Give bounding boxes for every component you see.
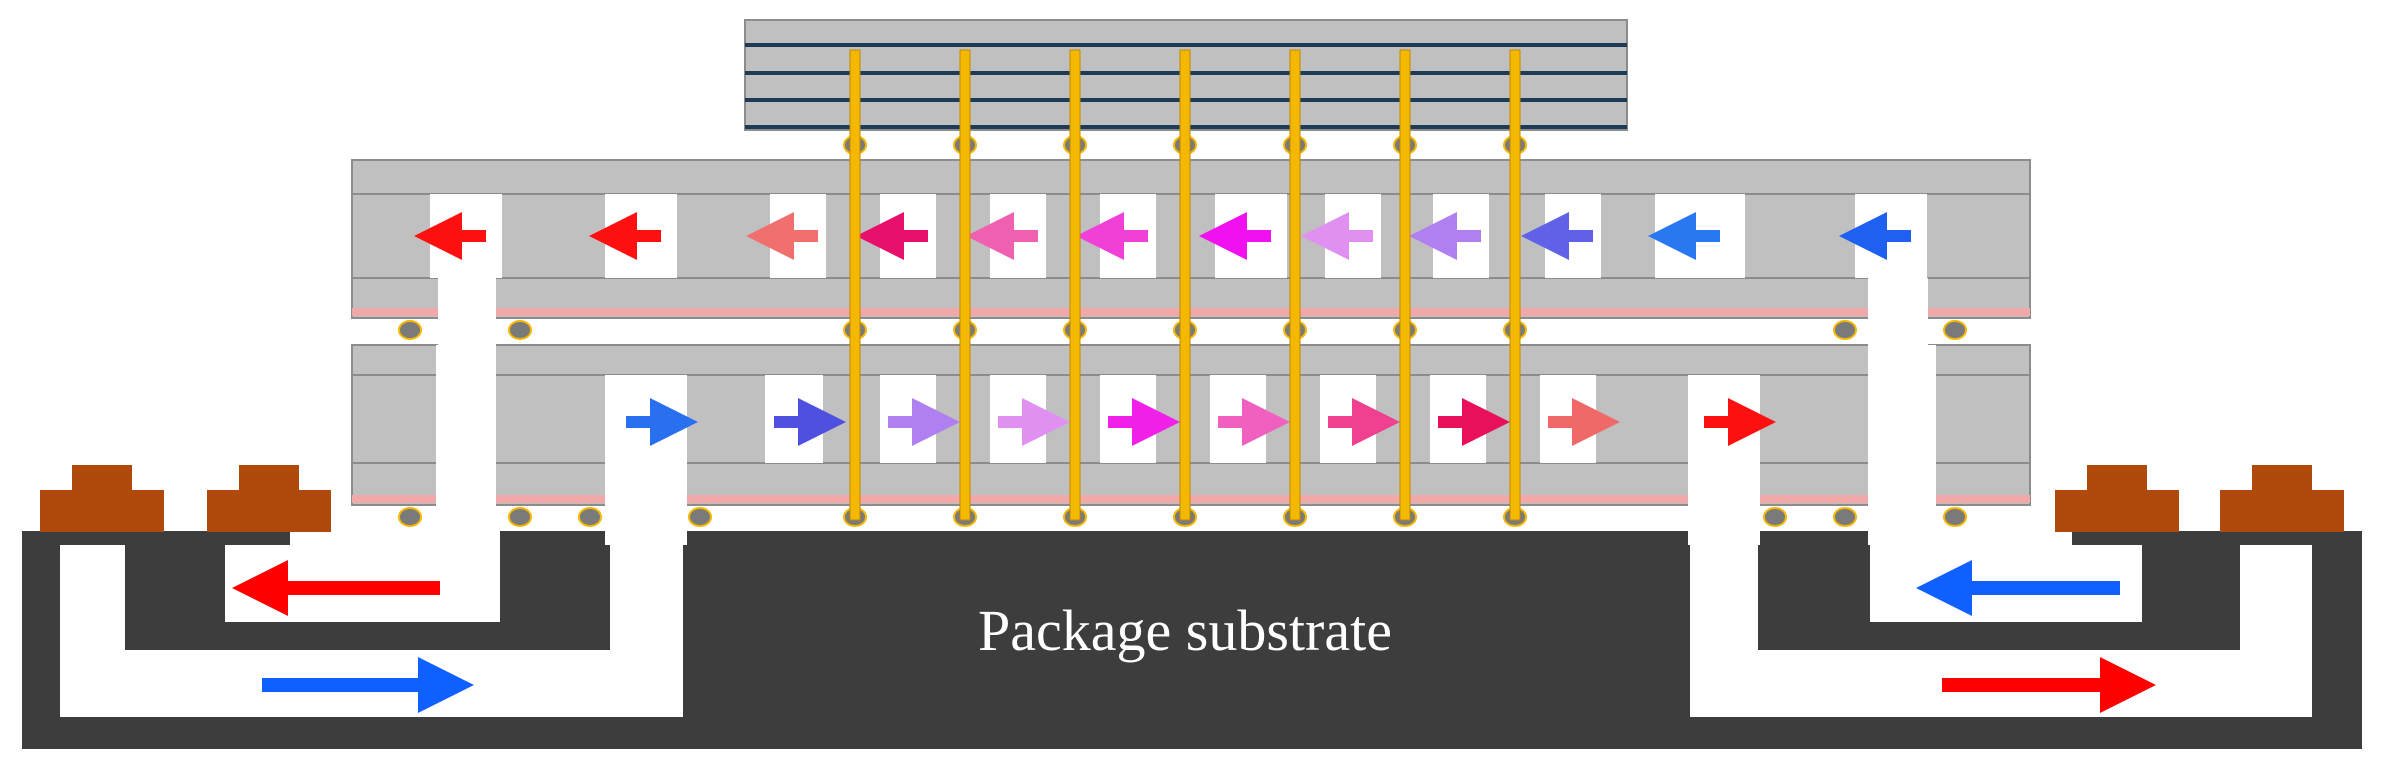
substrate-label: Package substrate bbox=[978, 598, 1392, 663]
bump bbox=[508, 507, 532, 527]
tsv bbox=[1179, 49, 1191, 521]
tsv bbox=[1509, 49, 1521, 521]
tsv bbox=[1069, 49, 1081, 521]
bump bbox=[508, 320, 532, 340]
tsv bbox=[959, 49, 971, 521]
substrate-pins bbox=[40, 465, 2344, 532]
pin-base-2 bbox=[2055, 490, 2179, 532]
top-die bbox=[351, 159, 2031, 348]
pin-top-0 bbox=[72, 465, 132, 491]
pin-base-0 bbox=[40, 490, 164, 532]
tsv bbox=[1399, 49, 1411, 521]
substrate-flow-arrows bbox=[232, 560, 2156, 713]
bump bbox=[1763, 507, 1787, 527]
bottom-die bbox=[351, 344, 2031, 545]
through-silicon-vias bbox=[849, 49, 1521, 521]
bump bbox=[398, 507, 422, 527]
bump bbox=[688, 507, 712, 527]
bump bbox=[1943, 507, 1967, 527]
pin-top-1 bbox=[239, 465, 299, 491]
pin-top-3 bbox=[2252, 465, 2312, 491]
pin-top-2 bbox=[2087, 465, 2147, 491]
pin-base-1 bbox=[207, 490, 331, 532]
pin-base-3 bbox=[2220, 490, 2344, 532]
tsv bbox=[849, 49, 861, 521]
package-substrate: Package substrate bbox=[22, 530, 2362, 749]
bump bbox=[398, 320, 422, 340]
bump bbox=[578, 507, 602, 527]
tsv bbox=[1289, 49, 1301, 521]
bump bbox=[1833, 320, 1857, 340]
bump bbox=[1833, 507, 1857, 527]
bump bbox=[1943, 320, 1967, 340]
